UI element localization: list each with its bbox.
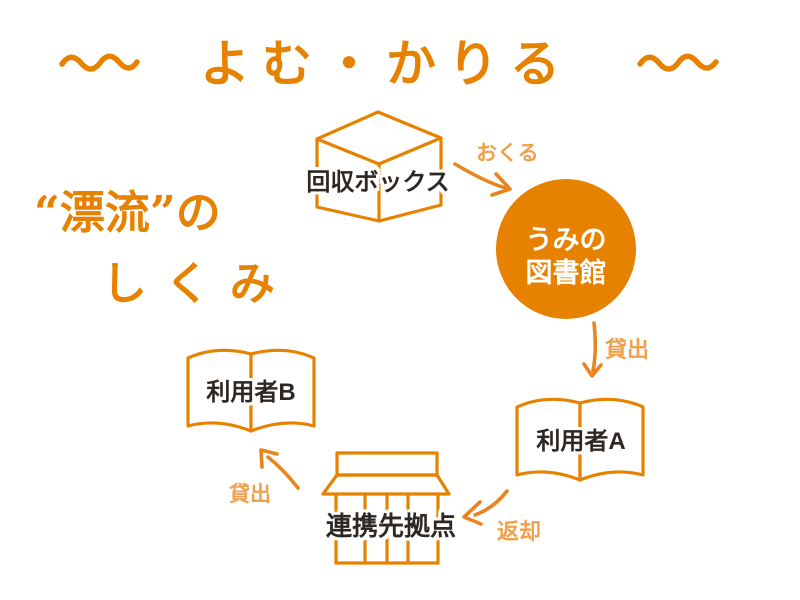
page-title: よむ・かりる xyxy=(200,34,572,93)
user-a-book-icon xyxy=(515,397,645,482)
return-arrow-label: 返却 xyxy=(497,519,542,544)
return-arrow xyxy=(462,489,509,526)
send-arrow xyxy=(453,162,512,197)
library-label-line2: 図書館 xyxy=(525,258,607,288)
user-b-label: 利用者B xyxy=(206,379,296,406)
user-b-book-icon xyxy=(186,348,316,433)
partner-site-label: 連携先拠点 xyxy=(325,511,456,541)
lend-a-arrow xyxy=(582,321,603,378)
collection-box-label: 回収ボックス xyxy=(306,169,450,196)
library-circle-icon xyxy=(496,179,636,319)
lend-b-arrow-label: 貸出 xyxy=(229,483,271,506)
right-wave-icon xyxy=(637,53,719,72)
send-arrow-label: おくる xyxy=(476,142,539,165)
library-label-line1: うみの xyxy=(525,225,607,255)
partner-shop-icon xyxy=(321,451,451,565)
user-a-label: 利用者A xyxy=(536,428,626,455)
subtitle-line2: しくみ xyxy=(102,257,293,310)
subtitle-line1: “漂流”の xyxy=(34,186,221,239)
left-wave-icon xyxy=(59,53,140,72)
collection-box-icon xyxy=(315,110,443,223)
lend-a-arrow-label: 貸出 xyxy=(605,337,650,362)
lend-b-arrow xyxy=(259,448,300,490)
